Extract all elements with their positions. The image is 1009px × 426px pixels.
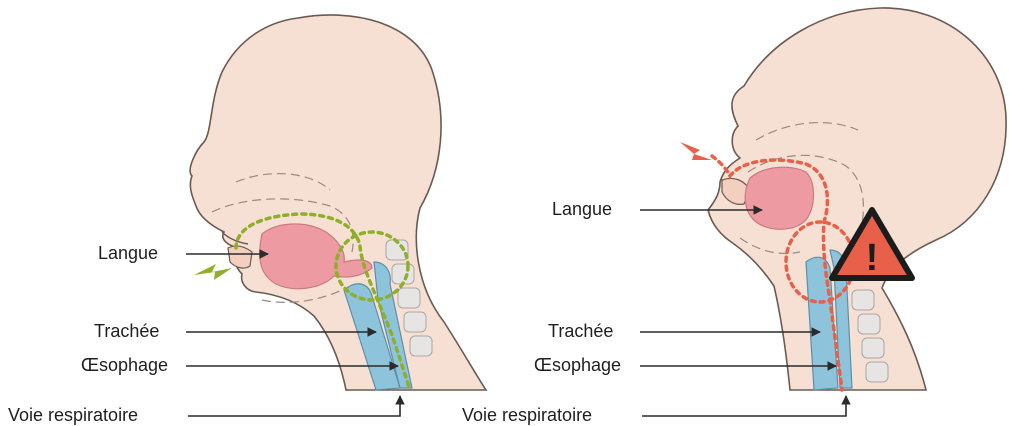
left-green-arrow-icon bbox=[194, 264, 232, 280]
left-vertebra bbox=[398, 288, 420, 308]
right-vertebra bbox=[858, 314, 880, 334]
warning-symbol: ! bbox=[866, 237, 879, 279]
right-voie-label: Voie respiratoire bbox=[462, 404, 592, 426]
right-trachee-label: Trachée bbox=[548, 320, 613, 342]
left-head-silhouette bbox=[190, 15, 486, 390]
right-vertebra bbox=[852, 290, 874, 310]
left-trachee-label: Trachée bbox=[94, 320, 159, 342]
right-red-arrow-icon bbox=[680, 142, 712, 160]
left-vertebra bbox=[410, 336, 432, 356]
left-vertebra bbox=[392, 264, 414, 284]
right-langue-label: Langue bbox=[552, 198, 612, 220]
left-voie-label: Voie respiratoire bbox=[8, 404, 138, 426]
right-vertebra bbox=[866, 362, 888, 382]
left-oesophage-label: Œsophage bbox=[81, 354, 168, 376]
left-langue-label: Langue bbox=[98, 242, 158, 264]
right-vertebra bbox=[862, 338, 884, 358]
left-mouth bbox=[228, 246, 252, 268]
left-head-figure bbox=[190, 15, 486, 390]
left-vertebra bbox=[404, 312, 426, 332]
left-voie-arrow bbox=[188, 396, 400, 416]
right-tongue bbox=[745, 167, 813, 229]
right-oesophage-label: Œsophage bbox=[534, 354, 621, 376]
right-voie-arrow bbox=[642, 396, 846, 416]
